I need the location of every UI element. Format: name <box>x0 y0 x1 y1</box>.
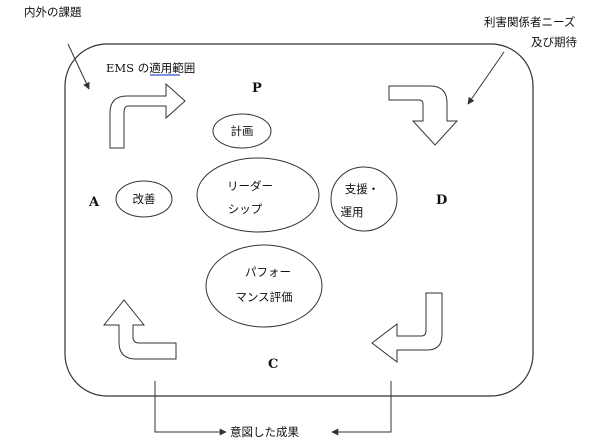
pdca-letter-a: A <box>88 195 100 210</box>
issues-pointer-arrow <box>67 43 90 90</box>
internal-external-issues-label: 内外の課題 <box>24 5 82 19</box>
ems-scope-boundary <box>64 43 534 397</box>
node-leadership-ellipse <box>196 157 320 233</box>
node-performance-ellipse <box>205 244 323 328</box>
stakeholder-pointer-arrow <box>467 51 505 105</box>
node-performance-label-line2: マンス評価 <box>235 290 292 304</box>
node-leadership-label-line2: シップ <box>228 202 263 216</box>
node-planning-label: 計画 <box>231 124 254 138</box>
stakeholder-needs-label-line1: 利害関係者ニーズ <box>484 15 575 29</box>
cycle-arrow-top-right <box>388 85 459 146</box>
node-improvement-label: 改善 <box>133 192 156 206</box>
ems-scope-label: EMS の適用範囲 <box>106 61 195 75</box>
intended-outcomes-label: 意図した成果 <box>230 425 299 439</box>
cycle-arrow-bottom-left <box>102 299 177 360</box>
node-support-label-line1: 支援・ <box>345 182 380 196</box>
cycle-arrow-top-left <box>109 82 186 149</box>
node-performance-label-line1: パフォー <box>245 265 291 279</box>
cycle-arrow-bottom-right <box>371 292 443 364</box>
node-leadership-label-line1: リーダー <box>227 179 273 193</box>
outcome-arrow-right <box>331 381 392 436</box>
pdca-letter-p: P <box>252 81 262 96</box>
node-improvement-ellipse <box>115 180 173 218</box>
pdca-letter-d: D <box>436 193 447 208</box>
node-planning-ellipse <box>212 113 272 149</box>
node-support-label-line2: 運用 <box>341 205 364 219</box>
stakeholder-needs-label-line2: 及び期待 <box>531 35 577 49</box>
node-support-ellipse <box>330 166 398 232</box>
pdca-letter-c: C <box>268 357 278 372</box>
outcome-arrow-left <box>154 381 227 436</box>
